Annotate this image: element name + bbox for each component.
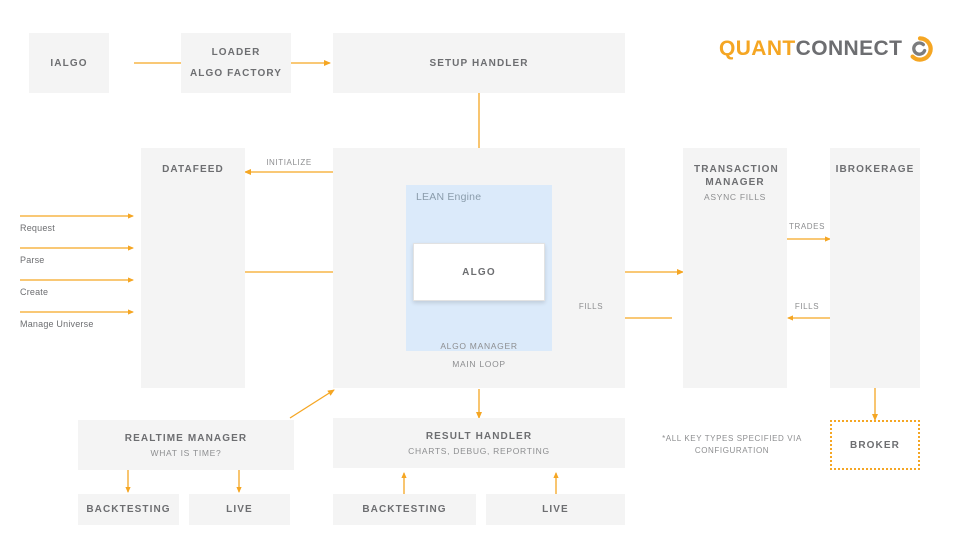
- box-loader-algo-factory[interactable]: LOADER ALGO FACTORY: [181, 33, 291, 93]
- stream-label-parse: Parse: [20, 255, 45, 265]
- box-result-handler[interactable]: RESULT HANDLER CHARTS, DEBUG, REPORTING: [333, 418, 625, 468]
- ialgo-label: IALGO: [50, 57, 88, 69]
- realtime-live-label: LIVE: [226, 504, 253, 515]
- box-realtime-backtesting[interactable]: BACKTESTING: [78, 494, 179, 525]
- stream-label-create: Create: [20, 287, 49, 297]
- box-realtime-manager[interactable]: REALTIME MANAGER WHAT IS TIME?: [78, 420, 294, 470]
- box-ibrokerage[interactable]: IBROKERAGE: [830, 148, 920, 388]
- realtime-manager-sub: WHAT IS TIME?: [150, 447, 222, 458]
- transaction-manager-label: TRANSACTION MANAGER: [694, 164, 779, 188]
- box-datafeed[interactable]: DATAFEED: [141, 148, 245, 388]
- result-handler-label: RESULT HANDLER: [425, 430, 533, 442]
- algo-label: ALGO: [462, 266, 496, 278]
- label-fills-brokerage: FILLS: [794, 302, 820, 311]
- realtime-manager-label: REALTIME MANAGER: [124, 432, 248, 444]
- footnote: *ALL KEY TYPES SPECIFIED VIA CONFIGURATI…: [662, 434, 802, 455]
- result-handler-sub: CHARTS, DEBUG, REPORTING: [408, 445, 550, 456]
- lean-engine-label: LEAN Engine: [416, 191, 482, 203]
- box-realtime-live[interactable]: LIVE: [189, 494, 290, 525]
- box-setup-handler[interactable]: SETUP HANDLER: [333, 33, 625, 93]
- result-backtesting-label: BACKTESTING: [362, 504, 447, 515]
- algo-manager-label: ALGO MANAGER: [440, 341, 518, 351]
- stream-label-request: Request: [20, 223, 55, 233]
- setup-handler-label: SETUP HANDLER: [429, 57, 529, 69]
- logo-text-quant: QUANT: [719, 37, 796, 60]
- box-ialgo[interactable]: IALGO: [29, 33, 109, 93]
- arrow-realtime-to-engine: [289, 389, 335, 419]
- algo-factory-label: ALGO FACTORY: [189, 68, 283, 79]
- loader-label: LOADER: [211, 47, 261, 58]
- box-transaction-manager[interactable]: TRANSACTION MANAGER ASYNC FILLS: [683, 148, 787, 388]
- ibrokerage-label: IBROKERAGE: [835, 164, 915, 175]
- stream-label-manage-universe: Manage Universe: [20, 319, 94, 329]
- realtime-backtesting-label: BACKTESTING: [86, 504, 171, 515]
- logo-text-connect: CONNECT: [795, 37, 903, 60]
- quantconnect-logo: QUANT CONNECT: [719, 36, 933, 62]
- datafeed-label: DATAFEED: [162, 164, 224, 175]
- transaction-manager-sub: ASYNC FILLS: [703, 192, 767, 202]
- box-result-live[interactable]: LIVE: [486, 494, 625, 525]
- label-trades: TRADES: [788, 222, 826, 231]
- label-fills-engine: FILLS: [578, 302, 604, 311]
- box-broker[interactable]: BROKER: [830, 420, 920, 470]
- main-loop-label: MAIN LOOP: [452, 359, 506, 369]
- logo-mark-icon: [907, 36, 933, 62]
- box-result-backtesting[interactable]: BACKTESTING: [333, 494, 476, 525]
- result-live-label: LIVE: [542, 504, 569, 515]
- box-algo[interactable]: ALGO: [413, 243, 545, 301]
- label-initialize: INITIALIZE: [266, 158, 312, 167]
- broker-label: BROKER: [850, 439, 900, 451]
